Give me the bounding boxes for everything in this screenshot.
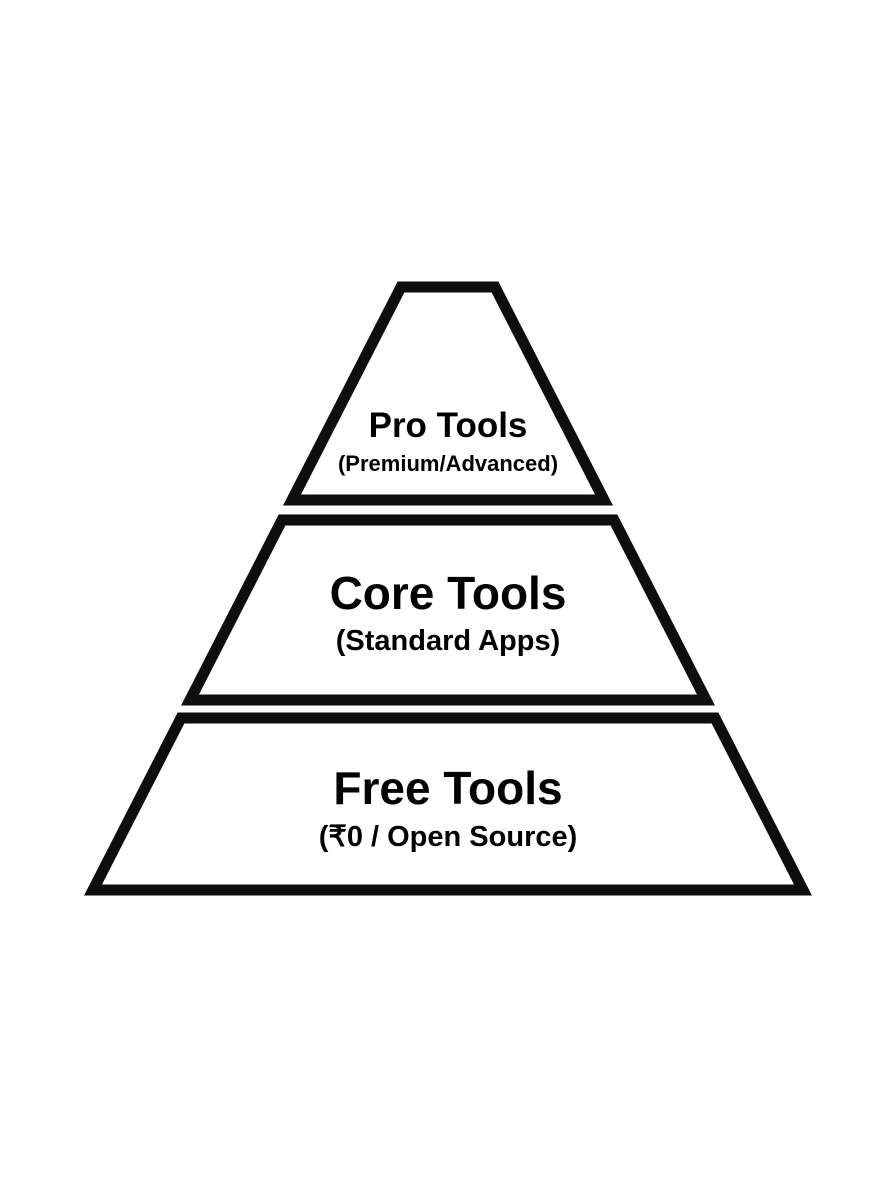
pyramid-tier-free-tools: Free Tools (₹0 / Open Source) bbox=[84, 712, 812, 896]
tier-shape-core-tools bbox=[181, 514, 715, 706]
tier-subtitle-free-tools: (₹0 / Open Source) bbox=[319, 821, 578, 853]
tier-subtitle-core-tools: (Standard Apps) bbox=[336, 625, 560, 657]
tier-title-pro-tools: Pro Tools bbox=[369, 406, 528, 445]
pyramid-tier-core-tools: Core Tools (Standard Apps) bbox=[181, 514, 715, 706]
tier-shape-pro-tools bbox=[283, 281, 613, 506]
pyramid-tier-pro-tools: Pro Tools (Premium/Advanced) bbox=[283, 281, 613, 506]
tier-shape-free-tools bbox=[84, 712, 812, 896]
tier-title-free-tools: Free Tools bbox=[333, 762, 562, 814]
tier-title-core-tools: Core Tools bbox=[330, 567, 567, 619]
tier-subtitle-pro-tools: (Premium/Advanced) bbox=[338, 451, 558, 476]
